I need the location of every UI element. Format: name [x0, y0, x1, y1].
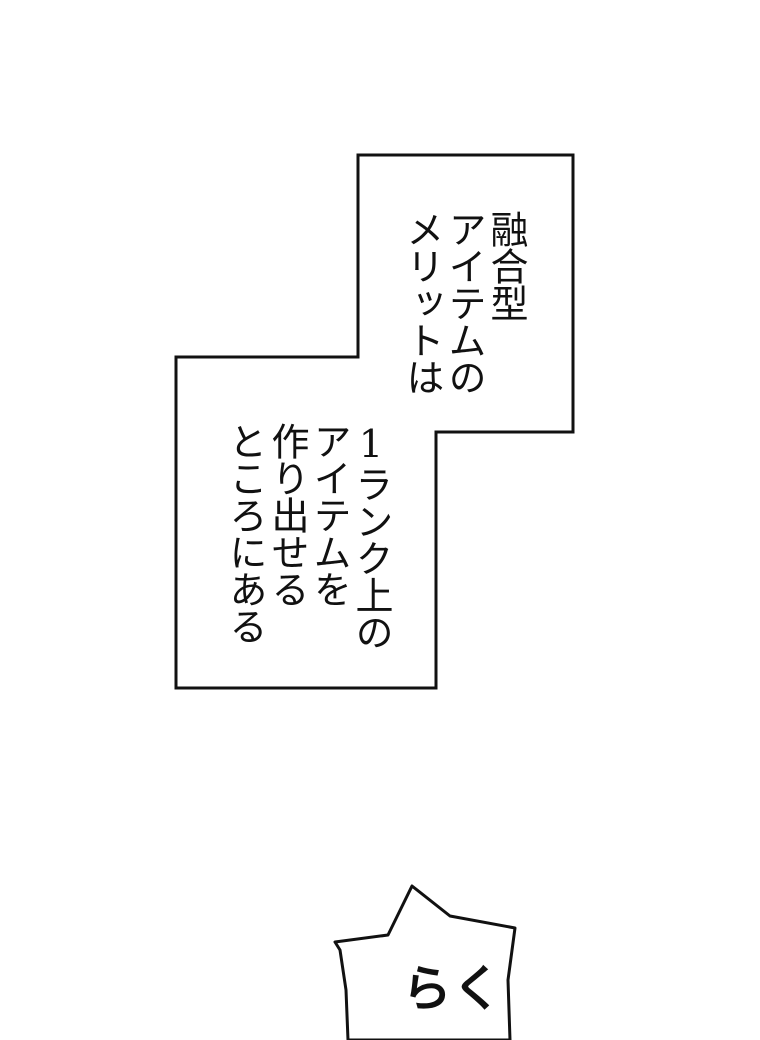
speech-bubble-text: くら — [394, 962, 502, 1012]
caption-line-1: 融合型 — [484, 210, 528, 321]
caption-line-2: アイテムの — [442, 210, 486, 395]
caption-line-6: 作り出せる — [265, 422, 309, 607]
caption-line-7: ところにある — [223, 422, 267, 644]
caption-line-5: アイテムを — [307, 422, 351, 607]
caption-line-4: 1ランク上の — [349, 422, 393, 650]
caption-line-3: メリットは — [400, 210, 444, 395]
